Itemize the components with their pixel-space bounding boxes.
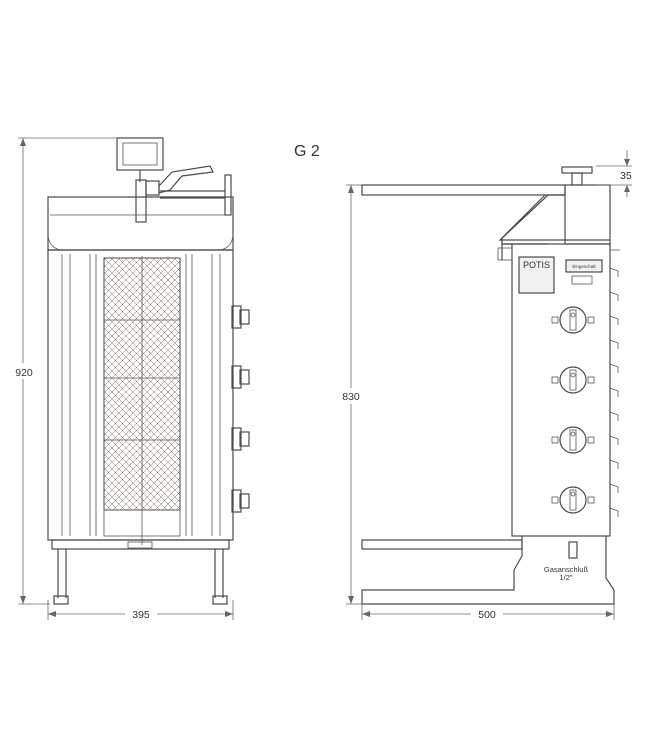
front-height-label: 920 (15, 367, 33, 379)
gas-connection-size: 1/2" (559, 573, 572, 582)
side-body (511, 243, 611, 537)
front-knob-1[interactable] (231, 305, 250, 329)
power-indicator-plate (565, 259, 603, 273)
side-height-label: 830 (342, 391, 360, 403)
side-knob-2[interactable] (551, 366, 595, 394)
gas-connection-fitting (568, 541, 578, 559)
side-top-handle[interactable] (561, 166, 593, 186)
side-hood (501, 194, 548, 245)
side-depth-label: 500 (478, 609, 496, 621)
top-offset-dimension (596, 150, 632, 197)
side-view: POTIS Eingeschalt (346, 150, 632, 620)
front-spit-motor (135, 179, 147, 223)
power-indicator-label: Eingeschalt (572, 264, 596, 269)
gas-connection-label: Gasanschluß (544, 565, 589, 574)
front-stand (51, 539, 230, 605)
front-knob-4[interactable] (231, 489, 250, 513)
brand-logo-plate (518, 256, 555, 294)
brand-logo-text: POTIS (523, 260, 550, 270)
top-offset-label: 35 (620, 170, 632, 182)
side-knob-4[interactable] (551, 486, 595, 514)
side-vents (609, 267, 619, 517)
front-width-label: 395 (132, 609, 150, 621)
side-top-arm (361, 184, 566, 196)
front-canopy (47, 196, 234, 251)
front-knob-2[interactable] (231, 365, 250, 389)
side-bottom-arm (361, 539, 523, 550)
side-knob-1[interactable] (551, 306, 595, 334)
model-label: G 2 (294, 143, 320, 160)
front-knob-3[interactable] (231, 427, 250, 451)
side-knob-3[interactable] (551, 426, 595, 454)
front-view (18, 137, 250, 620)
